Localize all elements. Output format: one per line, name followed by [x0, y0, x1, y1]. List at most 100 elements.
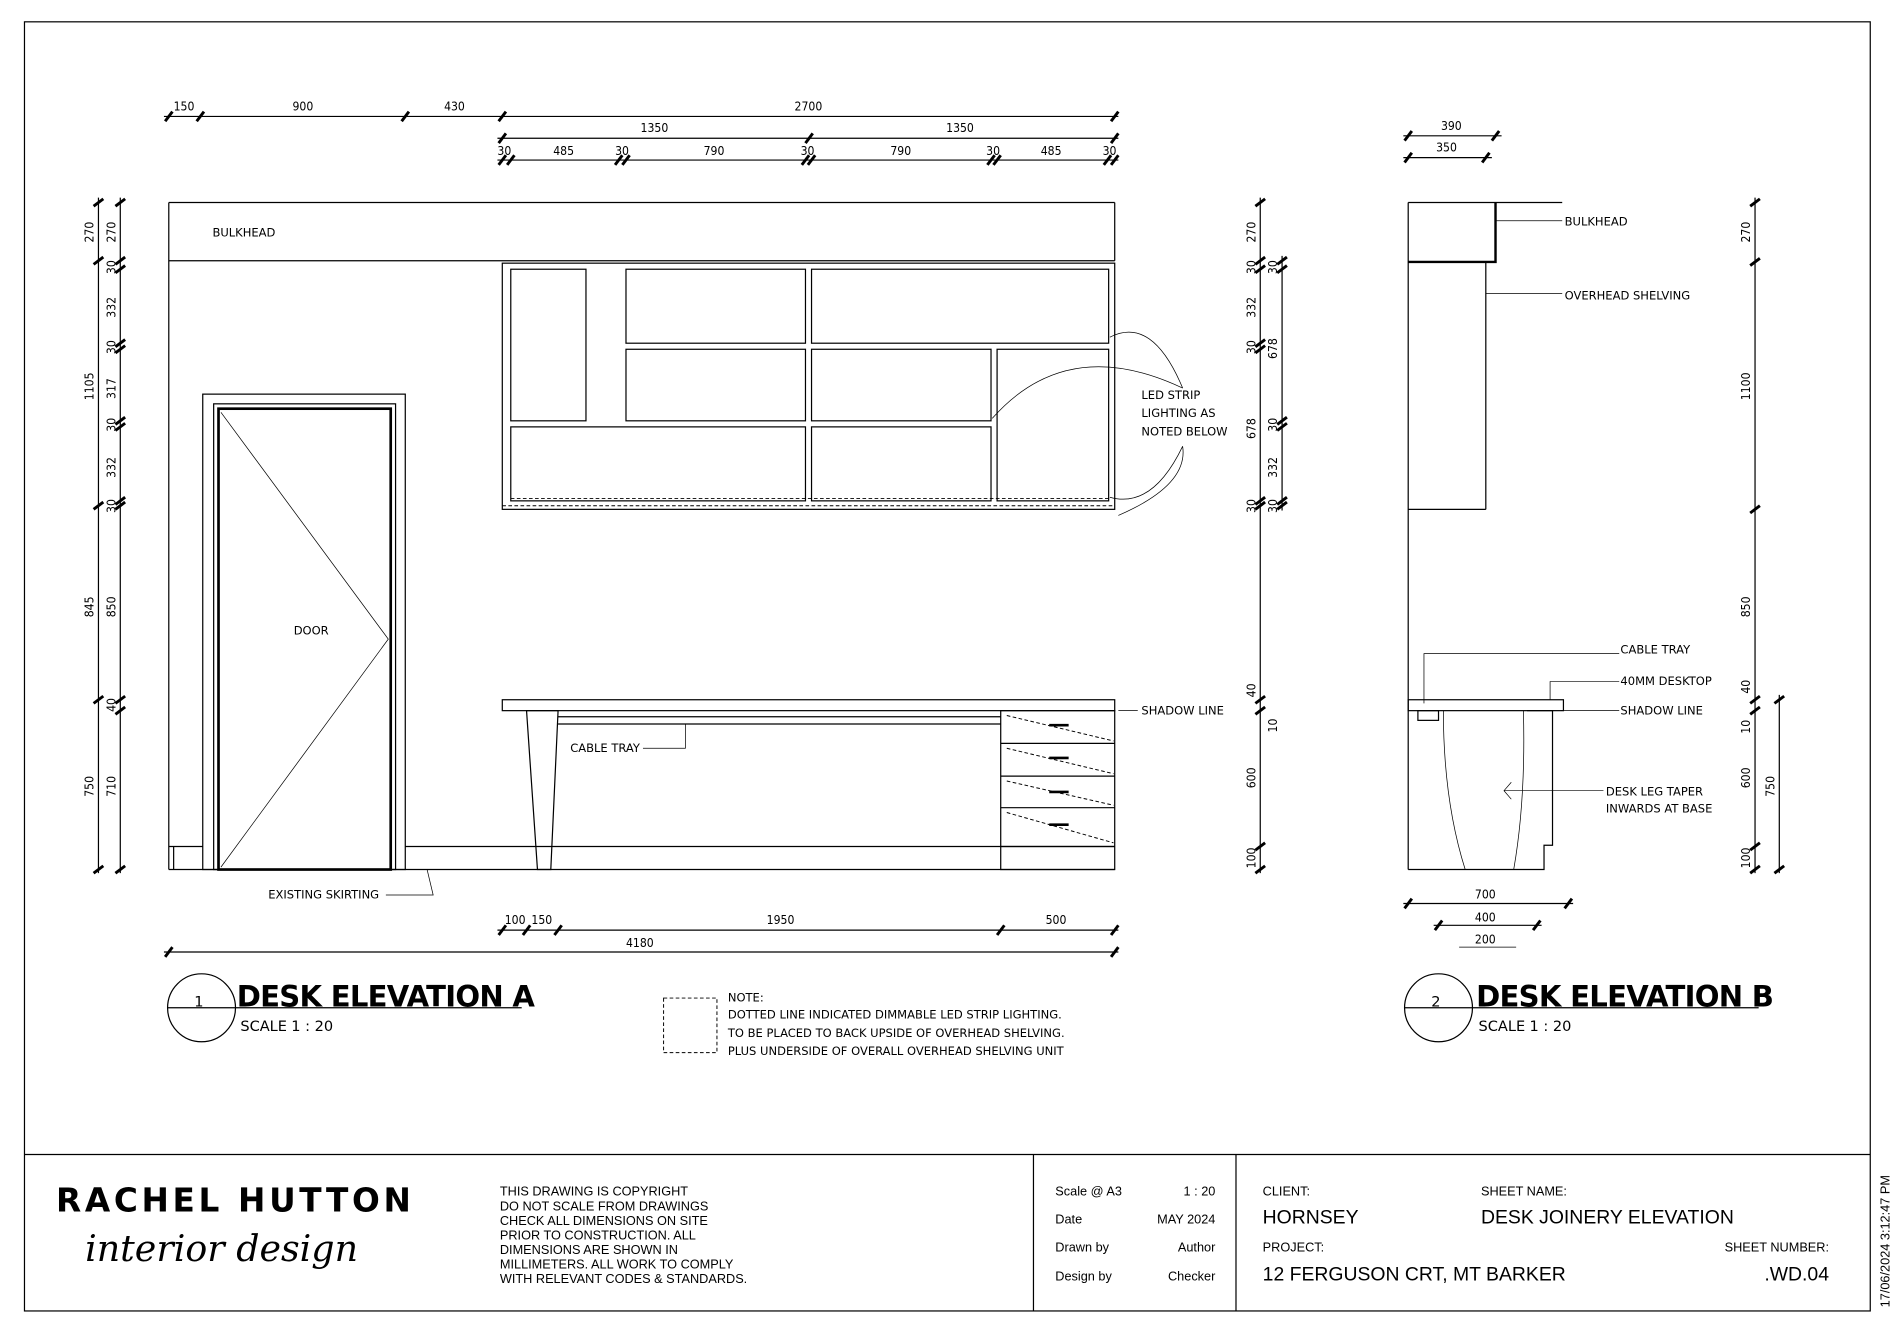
svg-text:SCALE: SCALE [240, 1018, 287, 1035]
svg-text:30: 30 [104, 260, 118, 274]
svg-text:850: 850 [104, 596, 118, 617]
dimensions-right-a: 270 30 332 30 678 30 40 10 600 100 30 67… [1244, 197, 1289, 875]
cable-tray-b [1417, 710, 1440, 721]
overhead-shelving-label: OVERHEAD SHELVING [1565, 289, 1691, 303]
sheet-number: .WD.04 [1764, 1264, 1829, 1286]
svg-text:332: 332 [1266, 457, 1280, 478]
dimensions-left-a: 270 1105 845 750 270 30 332 30 317 30 33… [83, 197, 127, 875]
svg-text:30: 30 [104, 340, 118, 354]
svg-text:100: 100 [1244, 847, 1258, 868]
svg-text:30: 30 [1244, 340, 1258, 354]
svg-text:790: 790 [704, 144, 725, 158]
svg-text:30: 30 [497, 144, 511, 158]
svg-text:Design by: Design by [1055, 1269, 1112, 1284]
svg-text:30: 30 [1103, 144, 1117, 158]
svg-text:4180: 4180 [626, 936, 654, 950]
desk-leg [525, 710, 559, 871]
logo-main: RACHEL HUTTON [56, 1182, 414, 1220]
svg-text:30: 30 [1266, 418, 1280, 432]
svg-text:30: 30 [1244, 260, 1258, 274]
svg-text:Drawn by: Drawn by [1055, 1240, 1109, 1255]
svg-text:2700: 2700 [795, 99, 823, 113]
svg-text:DO NOT SCALE FROM DRAWINGS: DO NOT SCALE FROM DRAWINGS [500, 1198, 708, 1213]
svg-text:750: 750 [1763, 776, 1777, 797]
svg-text:PRIOR TO CONSTRUCTION. ALL: PRIOR TO CONSTRUCTION. ALL [500, 1227, 696, 1242]
elevation-a-heading: DESK ELEVATION A [237, 980, 536, 1014]
svg-text:485: 485 [553, 144, 574, 158]
svg-text:PROJECT:: PROJECT: [1263, 1240, 1324, 1255]
existing-skirting-label: EXISTING SKIRTING [268, 888, 379, 902]
svg-text:390: 390 [1441, 119, 1462, 133]
svg-text:WITH RELEVANT CODES & STANDARD: WITH RELEVANT CODES & STANDARDS. [500, 1271, 747, 1286]
svg-text:1950: 1950 [767, 913, 795, 927]
drawing-info-table: Scale @ A3 1 : 20 Date MAY 2024 Drawn by… [1055, 1184, 1216, 1284]
svg-text:30: 30 [801, 144, 815, 158]
svg-text:PLUS UNDERSIDE OF OVERALL OVER: PLUS UNDERSIDE OF OVERALL OVERHEAD SHELV… [728, 1044, 1065, 1058]
svg-text:MILLIMETERS. ALL WORK TO COMPL: MILLIMETERS. ALL WORK TO COMPLY [500, 1257, 734, 1272]
led-label-2: LIGHTING AS [1141, 406, 1215, 420]
svg-text:CHECK ALL DIMENSIONS ON SITE: CHECK ALL DIMENSIONS ON SITE [500, 1213, 708, 1228]
svg-text:1100: 1100 [1739, 372, 1753, 400]
svg-text:678: 678 [1266, 338, 1280, 359]
leg-taper-label-1: DESK LEG TAPER [1606, 785, 1703, 799]
project-address: 12 FERGUSON CRT, MT BARKER [1263, 1264, 1566, 1286]
svg-text:332: 332 [104, 457, 118, 478]
print-timestamp: 17/06/2024 3:12:47 PM [1878, 1175, 1893, 1307]
cable-tray-label-a: CABLE TRAY [570, 741, 641, 755]
elevation-b-heading: DESK ELEVATION B [1476, 980, 1773, 1014]
svg-text:Date: Date [1055, 1212, 1082, 1227]
desktop [501, 699, 1116, 712]
svg-text:100: 100 [505, 913, 526, 927]
door-label: DOOR [294, 623, 329, 637]
svg-text:Author: Author [1178, 1240, 1216, 1255]
svg-text:Checker: Checker [1168, 1269, 1216, 1284]
svg-text:1350: 1350 [641, 121, 669, 135]
bulkhead-label: BULKHEAD [212, 225, 275, 239]
svg-text:1350: 1350 [946, 121, 974, 135]
svg-text:30: 30 [104, 418, 118, 432]
svg-text:1 : 20: 1 : 20 [291, 1018, 333, 1035]
svg-text:1 : 20: 1 : 20 [1529, 1018, 1571, 1035]
svg-text:845: 845 [83, 596, 97, 617]
shadow-line-label-b: SHADOW LINE [1620, 703, 1703, 717]
svg-text:NOTE:: NOTE: [728, 991, 764, 1005]
svg-text:150: 150 [531, 913, 552, 927]
dimensions-top-a: 150 900 430 2700 1350 1350 30 485 30 790… [163, 99, 1120, 167]
svg-text:10: 10 [1266, 719, 1280, 733]
svg-text:430: 430 [444, 99, 465, 113]
svg-text:270: 270 [1244, 222, 1258, 243]
svg-text:30: 30 [615, 144, 629, 158]
sheet-name: DESK JOINERY ELEVATION [1481, 1207, 1734, 1229]
led-note: NOTE: DOTTED LINE INDICATED DIMMABLE LED… [663, 991, 1065, 1058]
dotted-legend-box [663, 997, 718, 1054]
svg-text:1: 1 [194, 994, 203, 1011]
svg-text:10: 10 [1739, 720, 1753, 734]
svg-text:DIMENSIONS ARE SHOWN IN: DIMENSIONS ARE SHOWN IN [500, 1242, 678, 1257]
svg-text:270: 270 [104, 222, 118, 243]
svg-text:317: 317 [104, 378, 118, 399]
door-leaf [217, 407, 393, 871]
cable-tray-label-b: CABLE TRAY [1620, 643, 1691, 657]
svg-text:200: 200 [1475, 933, 1496, 947]
svg-text:40: 40 [104, 698, 118, 712]
sheet-border [23, 21, 1871, 1312]
svg-text:500: 500 [1046, 913, 1067, 927]
svg-text:790: 790 [890, 144, 911, 158]
svg-text:600: 600 [1244, 767, 1258, 788]
svg-text:700: 700 [1475, 888, 1496, 902]
svg-text:332: 332 [104, 297, 118, 318]
svg-text:30: 30 [1266, 499, 1280, 513]
svg-text:270: 270 [83, 222, 97, 243]
svg-text:MAY 2024: MAY 2024 [1157, 1212, 1215, 1227]
svg-text:30: 30 [986, 144, 1000, 158]
svg-text:150: 150 [174, 99, 195, 113]
svg-text:30: 30 [104, 499, 118, 513]
svg-text:1105: 1105 [83, 372, 97, 400]
svg-text:332: 332 [1244, 297, 1258, 318]
desktop-b [1407, 699, 1565, 712]
svg-text:SCALE: SCALE [1479, 1018, 1526, 1035]
desktop-label: 40MM DESKTOP [1620, 674, 1711, 688]
svg-text:DOTTED LINE INDICATED DIMMABLE: DOTTED LINE INDICATED DIMMABLE LED STRIP… [728, 1008, 1062, 1022]
leg-taper-label-2: INWARDS AT BASE [1606, 802, 1713, 816]
svg-text:30: 30 [1266, 260, 1280, 274]
